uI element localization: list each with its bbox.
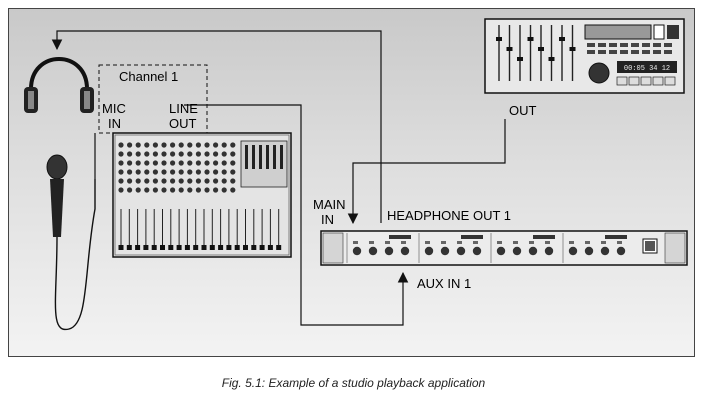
main-in-label-1: MAIN xyxy=(313,197,346,212)
diagram-panel: 00:05 34 12 Channel 1 MIC IN LINE OUT OU… xyxy=(8,8,695,357)
figure-caption: Fig. 5.1: Example of a studio playback a… xyxy=(221,376,486,390)
line-out-label-1: LINE xyxy=(169,101,198,116)
recorder-display: 00:05 34 12 xyxy=(624,65,670,73)
mixer-console xyxy=(112,132,292,258)
aux-in-label: AUX IN 1 xyxy=(417,276,472,291)
microphone-icon xyxy=(46,154,96,331)
channel-1-box xyxy=(98,64,208,134)
line-out-label-2: OUT xyxy=(169,116,197,131)
multitrack-recorder: 00:05 34 12 xyxy=(484,18,685,94)
headphone-amplifier xyxy=(320,230,688,266)
recorder-out-cable xyxy=(347,119,506,225)
headphones-icon xyxy=(24,57,94,113)
recorder-out-label: OUT xyxy=(509,103,537,118)
main-in-label-2: IN xyxy=(321,212,334,227)
line-out-cable xyxy=(184,104,409,326)
mic-in-label-1: MIC xyxy=(102,101,126,116)
studio-diagram: 00:05 34 12 xyxy=(24,18,688,331)
headphone-cable xyxy=(51,30,382,223)
channel-label: Channel 1 xyxy=(119,69,179,84)
headphone-out-label: HEADPHONE OUT 1 xyxy=(387,208,512,223)
mic-in-label-2: IN xyxy=(108,116,121,131)
